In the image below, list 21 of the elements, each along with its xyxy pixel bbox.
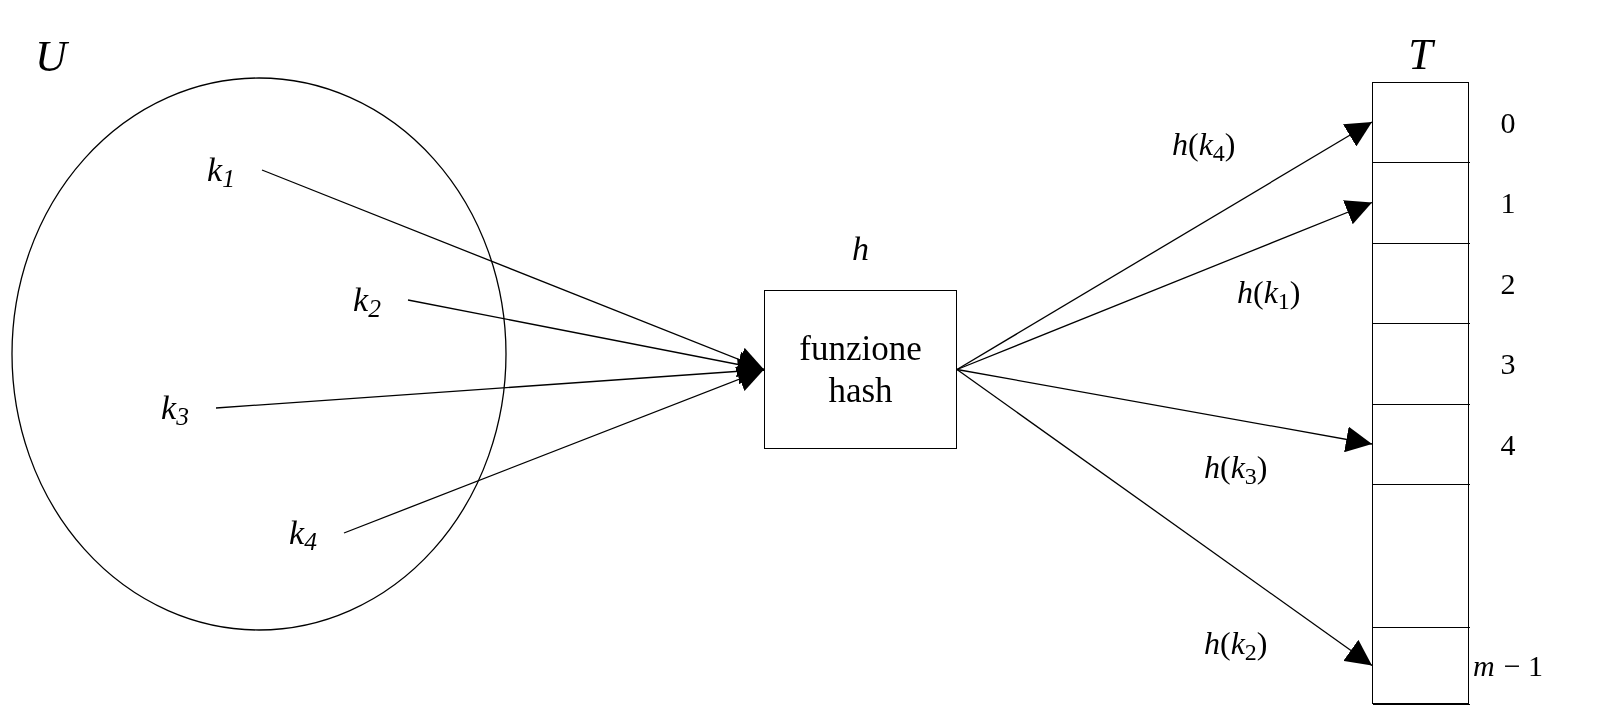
key-label: k$_{3}$ <box>134 383 216 433</box>
index-label: 1 <box>1500 185 1516 221</box>
index-label: m − 1 <box>1472 648 1544 684</box>
key-label: k$_{1}$ <box>180 145 262 195</box>
index-label: 4 <box>1500 426 1516 463</box>
index-label: 0 <box>1500 104 1516 141</box>
arrow <box>956 200 1373 371</box>
key-label: k$_{2}$ <box>326 275 408 325</box>
function-name: h <box>851 229 870 269</box>
function-text: funzione hash <box>798 327 923 412</box>
set-title: U <box>35 35 67 79</box>
arrow <box>956 121 1373 371</box>
arrow <box>956 368 1373 667</box>
arrow <box>956 368 1373 453</box>
arrow <box>343 366 765 534</box>
index-label: 2 <box>1500 265 1516 302</box>
key-label: k$_{4}$ <box>262 508 344 558</box>
table-title: T <box>1373 33 1468 77</box>
arrow <box>215 358 765 409</box>
arrow <box>407 299 765 378</box>
index-label: 3 <box>1500 346 1516 382</box>
